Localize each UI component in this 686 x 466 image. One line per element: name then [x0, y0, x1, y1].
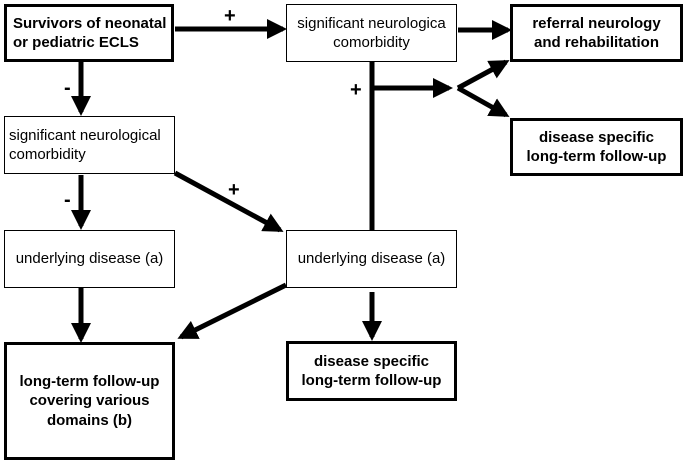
arrow-fork-to-disease-specific-right: [456, 85, 510, 118]
box-underlying-center: underlying disease (a): [286, 230, 457, 288]
box-referral-text: referral neurology and rehabilitation: [532, 14, 661, 52]
arrow-underlying-center-to-long-term: [177, 282, 288, 340]
box-neuro-top-text: significant neurologica comorbidity: [297, 14, 446, 52]
box-long-term: long-term follow-up covering various dom…: [4, 342, 175, 460]
box-referral: referral neurology and rehabilitation: [510, 4, 683, 62]
box-neuro-top: significant neurologica comorbidity: [286, 4, 457, 62]
box-underlying-left-text: underlying disease (a): [15, 250, 164, 268]
box-disease-specific-right-text: disease specific long-term follow-up: [526, 128, 667, 166]
box-disease-specific-bottom-text: disease specific long-term follow-up: [301, 352, 442, 390]
box-underlying-center-text: underlying disease (a): [297, 250, 446, 268]
box-survivors-text: Survivors of neonatal or pediatric ECLS: [13, 14, 167, 52]
arrow-fork-to-referral: [456, 59, 510, 91]
sign-minus-left-mid: -: [64, 189, 71, 211]
sign-minus-left-top: -: [64, 77, 71, 99]
box-disease-specific-bottom: disease specific long-term follow-up: [286, 341, 457, 401]
box-neuro-left: significant neurological comorbidity: [4, 116, 175, 174]
sign-plus-center: +: [350, 79, 362, 101]
sign-plus-mid: +: [228, 179, 240, 201]
box-survivors: Survivors of neonatal or pediatric ECLS: [4, 4, 174, 62]
box-neuro-left-text: significant neurological comorbidity: [9, 126, 161, 164]
box-long-term-text: long-term follow-up covering various dom…: [19, 372, 160, 429]
box-disease-specific-right: disease specific long-term follow-up: [510, 118, 683, 176]
sign-plus-top: +: [224, 5, 236, 27]
arrow-neuro-left-to-underlying-center: [173, 170, 284, 233]
box-underlying-left: underlying disease (a): [4, 230, 175, 288]
